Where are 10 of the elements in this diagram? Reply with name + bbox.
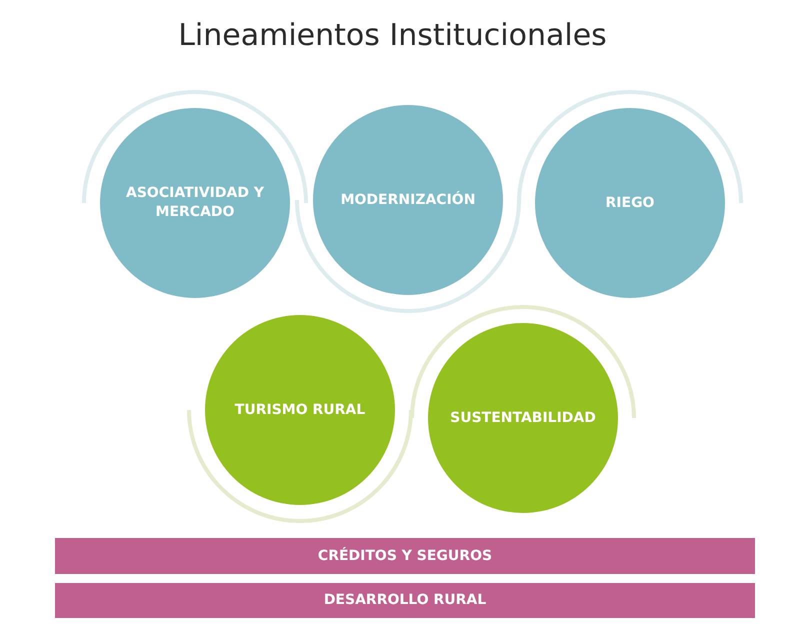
- node-label: RIEGO: [606, 194, 654, 212]
- node-label: TURISMO RURAL: [234, 400, 366, 420]
- banner-bar: [55, 583, 755, 618]
- node-label: SUSTENTABILIDAD: [450, 408, 596, 428]
- node-label: CRÉDITOS Y SEGUROS: [318, 546, 492, 566]
- title: Lineamientos Institucionales: [177, 18, 608, 53]
- node-label: MODERNIZACIÓN: [340, 190, 476, 210]
- banner-bar: [55, 538, 755, 574]
- node-label: DESARROLLO RURAL: [324, 591, 486, 610]
- node-label: ASOCIATIVIDAD Y MERCADO: [125, 184, 265, 222]
